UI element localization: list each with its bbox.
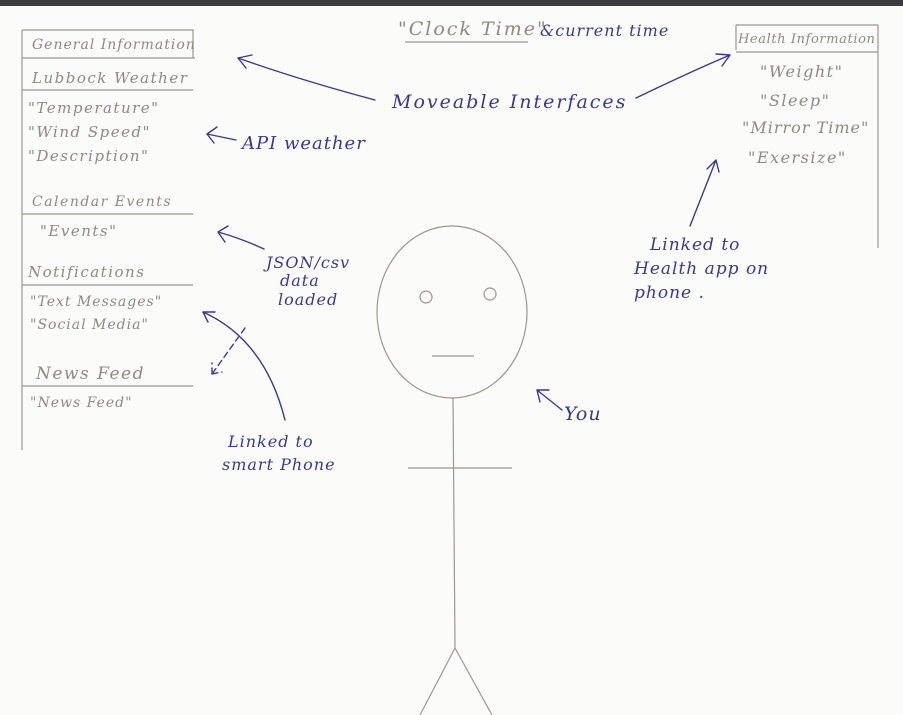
notification-item-social-media: "Social Media": [30, 317, 149, 333]
moveable-interfaces-note: Moveable Interfaces: [392, 91, 628, 113]
health-app-line-1: Linked to: [650, 235, 741, 255]
calendar-events-header: Calendar Events: [32, 194, 173, 210]
figure-body: [452, 397, 456, 649]
smart-phone-line-2: smart Phone: [222, 455, 336, 475]
json-data-line-2: data: [280, 271, 320, 291]
health-app-line-2: Health app on: [634, 258, 770, 279]
api-weather-arrow: [206, 126, 237, 144]
news-item-news-feed: "News Feed": [30, 395, 133, 411]
health-app-note: Linked to Health app on phone .: [634, 234, 769, 305]
json-calendar-arrow: [217, 225, 265, 250]
health-item-exersize: "Exersize": [748, 148, 847, 167]
figure-left-eye: [419, 290, 433, 304]
weather-item-wind-speed: "Wind Speed": [28, 123, 152, 141]
api-weather-note: API weather: [242, 133, 366, 154]
json-notification-arrow: [211, 327, 246, 375]
notification-item-text-messages: "Text Messages": [30, 294, 163, 310]
news-feed-header: News Feed: [36, 364, 145, 384]
json-data-line-3: loaded: [278, 289, 339, 309]
health-item-weight: "Weight": [760, 62, 844, 81]
you-arrow: [536, 389, 563, 411]
health-item-sleep: "Sleep": [760, 91, 831, 110]
current-time-note: &current time: [540, 21, 670, 40]
health-information-header: Health Information: [738, 32, 876, 47]
left-panel-top: [22, 29, 194, 58]
general-information-header: General Information: [32, 37, 196, 53]
smartphone-arrow: [202, 311, 286, 421]
moveable-left-arrow: [237, 54, 376, 101]
figure-head: [376, 225, 528, 399]
json-data-note: JSON/csv data loaded: [266, 253, 351, 309]
smart-phone-line-1: Linked to: [228, 432, 314, 451]
figure-right-eye: [483, 287, 497, 301]
figure-legs: [419, 647, 493, 715]
health-item-mirror-time: "Mirror Time": [742, 118, 870, 137]
health-app-arrow: [689, 159, 720, 227]
lubbock-weather-header: Lubbock Weather: [32, 69, 189, 87]
you-note: You: [564, 403, 602, 425]
json-data-line-1: JSON/csv: [266, 253, 351, 272]
weather-item-temperature: "Temperature": [28, 99, 160, 117]
calendar-item-events: "Events": [40, 222, 118, 240]
moveable-right-arrow: [635, 53, 731, 99]
top-edge-bar: [0, 0, 903, 6]
health-app-line-3: phone .: [634, 282, 705, 303]
notifications-header: Notifications: [28, 263, 146, 281]
clock-time-label: "Clock Time": [398, 18, 548, 40]
weather-item-description: "Description": [28, 147, 150, 165]
smart-phone-note: Linked to smart Phone: [222, 430, 336, 476]
right-panel-frame: [736, 24, 879, 248]
